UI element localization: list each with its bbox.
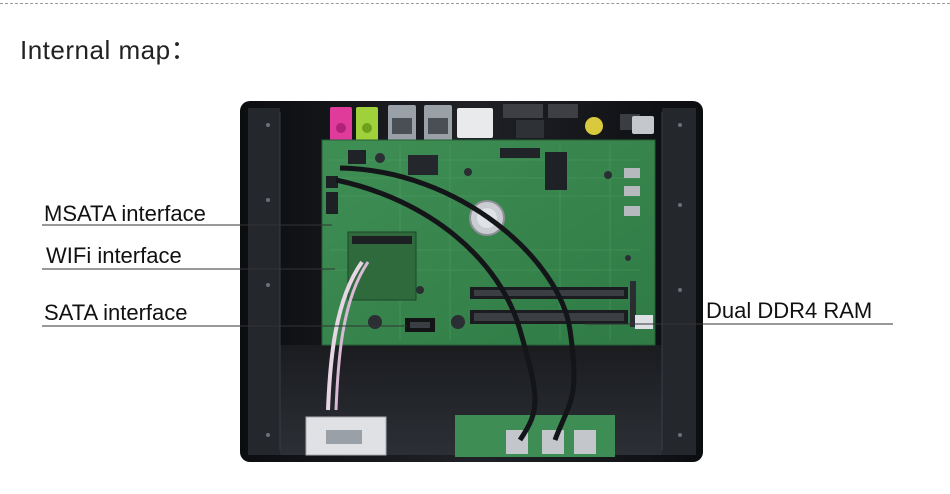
- chip: [500, 148, 540, 158]
- rear-io-ports: [330, 104, 654, 145]
- dashed-divider: [0, 3, 950, 4]
- wifi-interface-label: WIFi interface: [46, 243, 182, 268]
- chip: [348, 150, 366, 164]
- antenna-cable: [335, 177, 538, 442]
- chip: [408, 155, 438, 175]
- buttons: [624, 168, 640, 216]
- page-title: Internal map：: [20, 35, 198, 65]
- sata-cable: [326, 260, 364, 411]
- chassis-right-wall: [662, 108, 696, 455]
- chassis-left-wall: [248, 108, 280, 455]
- chip: [545, 152, 567, 190]
- msata-interface-label: MSATA interface: [44, 201, 206, 226]
- ddr4-ram-label: Dual DDR4 RAM: [706, 298, 873, 323]
- antenna-cable: [339, 165, 577, 441]
- chassis-screws: [266, 123, 682, 437]
- sata-interface-label: SATA interface: [44, 300, 188, 325]
- ddr4-slot-latch: [630, 281, 636, 327]
